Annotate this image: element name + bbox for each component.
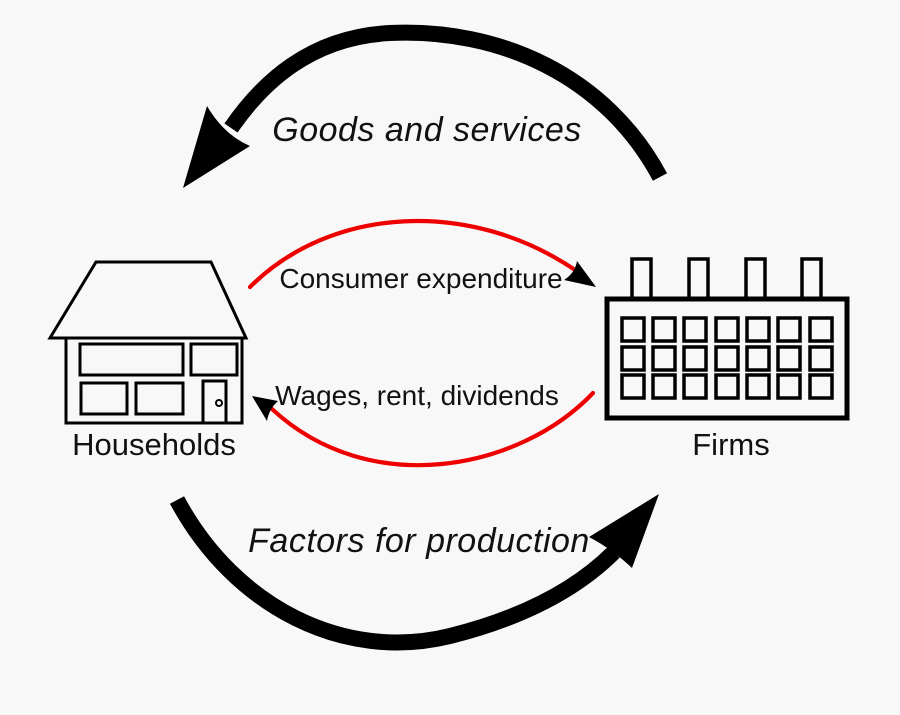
flow-consumer-expenditure: Consumer expenditure — [247, 218, 596, 294]
factory-chimney — [744, 257, 767, 305]
factory-window — [651, 345, 677, 372]
flow-wages-rent-dividends: Wages, rent, dividends — [252, 380, 596, 468]
factory-window — [776, 345, 802, 372]
wages-arc — [269, 390, 596, 468]
factory-window — [620, 345, 646, 372]
house-window — [79, 381, 129, 416]
factory-window — [620, 316, 646, 343]
factory-window — [620, 373, 646, 400]
house-doorknob — [215, 399, 223, 407]
factory-window — [776, 373, 802, 400]
goods-services-arc — [224, 24, 668, 181]
factory-window — [682, 373, 708, 400]
firms-label: Firms — [692, 427, 769, 462]
factory-window — [808, 373, 834, 400]
wages-label: Wages, rent, dividends — [275, 380, 559, 411]
factory-window — [714, 373, 740, 400]
factory-chimney — [687, 257, 710, 305]
consumer-expenditure-label: Consumer expenditure — [279, 263, 562, 294]
flow-factors-for-production: Factors for production — [169, 494, 659, 651]
factors-production-label: Factors for production — [248, 522, 590, 560]
goods-services-arrowhead — [183, 106, 250, 188]
factory-chimney — [630, 257, 653, 305]
factory-window — [651, 373, 677, 400]
factory-window — [651, 316, 677, 343]
house-window — [189, 342, 239, 377]
factory-window — [714, 316, 740, 343]
factory-window — [682, 316, 708, 343]
goods-services-label: Goods and services — [272, 111, 582, 149]
factory-windows — [620, 316, 834, 400]
factory-window — [808, 345, 834, 372]
house-window — [134, 381, 185, 416]
factory-window — [682, 345, 708, 372]
house-roof — [47, 260, 249, 340]
factors-production-arc — [169, 496, 620, 651]
factory-window — [776, 316, 802, 343]
factors-production-arrowhead — [589, 494, 659, 568]
factory-window — [745, 373, 771, 400]
factory-window — [714, 345, 740, 372]
wages-arrowhead — [252, 396, 278, 421]
house-door — [201, 379, 228, 425]
households-label: Households — [72, 427, 236, 462]
factory-chimney — [800, 257, 823, 305]
flow-goods-services: Goods and services — [183, 24, 668, 188]
firms-node — [604, 257, 850, 421]
households-node — [47, 260, 249, 425]
factory-window — [745, 345, 771, 372]
consumer-expenditure-arrowhead — [564, 261, 596, 287]
factory-window — [808, 316, 834, 343]
factory-window — [745, 316, 771, 343]
consumer-expenditure-arc — [247, 218, 581, 290]
house-window — [78, 342, 185, 377]
